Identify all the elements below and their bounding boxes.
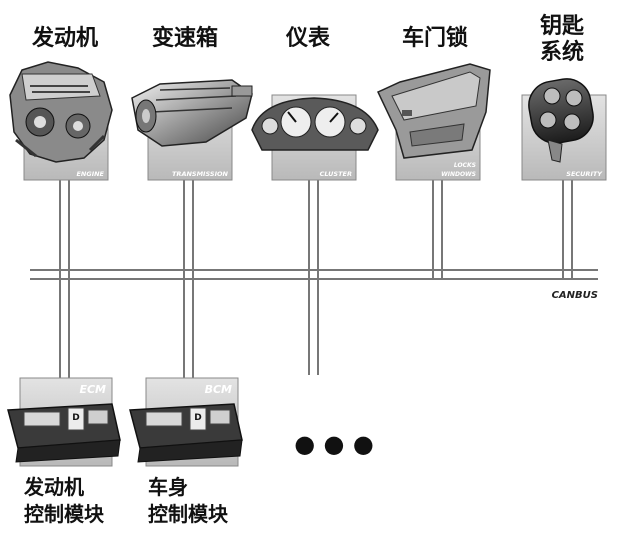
ellipsis-more-modules: ● ● ● [294, 430, 374, 458]
canbus-label: CANBUS [552, 290, 598, 301]
node-security: SECURITY [521, 78, 607, 181]
module-caption-ecm-line2: 控制模块 [24, 502, 104, 526]
node-title-security-line2: 系统 [539, 40, 584, 65]
key-fob-icon [528, 78, 594, 163]
module-caption-ecm-line1: 发动机 [24, 475, 84, 499]
canbus-line [30, 269, 598, 280]
node-locks: LOCKS WINDOWS [376, 63, 491, 181]
control-module-icon: D [129, 403, 243, 463]
node-tag-engine: ENGINE [76, 170, 104, 178]
node-transmission: TRANSMISSION [131, 79, 253, 181]
node-title-locks: 车门锁 [401, 26, 468, 51]
module-ecm: ECM D [7, 377, 121, 467]
node-tag-locks-line2: WINDOWS [441, 171, 476, 178]
module-tag-bcm: BCM [205, 383, 232, 396]
node-cluster: CLUSTER [251, 94, 379, 181]
node-tag-security: SECURITY [566, 170, 603, 178]
module-caption-bcm-line2: 控制模块 [148, 502, 228, 526]
node-title-cluster: 仪表 [285, 26, 330, 51]
node-tag-cluster: CLUSTER [320, 170, 352, 178]
door-panel-icon [376, 63, 491, 159]
node-title-transmission: 变速箱 [151, 26, 218, 51]
svg-text:D: D [72, 413, 79, 423]
engine-icon [9, 61, 113, 163]
module-caption-bcm: 车身 控制模块 [148, 474, 228, 528]
module-bcm: BCM D [129, 377, 243, 467]
node-title-engine: 发动机 [31, 26, 98, 51]
control-module-icon: D [7, 403, 121, 463]
instrument-cluster-icon [251, 97, 379, 151]
module-caption-bcm-line1: 车身 [148, 475, 188, 499]
node-tag-transmission: TRANSMISSION [172, 170, 229, 178]
node-tag-locks-line1: LOCKS [454, 162, 476, 169]
connector-lines [59, 180, 573, 382]
module-tag-ecm: ECM [79, 383, 106, 396]
node-title-security: 钥匙 系统 [527, 14, 597, 66]
svg-text:D: D [194, 413, 201, 423]
module-caption-ecm: 发动机 控制模块 [24, 474, 104, 528]
node-engine: ENGINE [9, 61, 113, 181]
node-title-security-line1: 钥匙 [539, 14, 584, 39]
transmission-icon [131, 79, 253, 147]
